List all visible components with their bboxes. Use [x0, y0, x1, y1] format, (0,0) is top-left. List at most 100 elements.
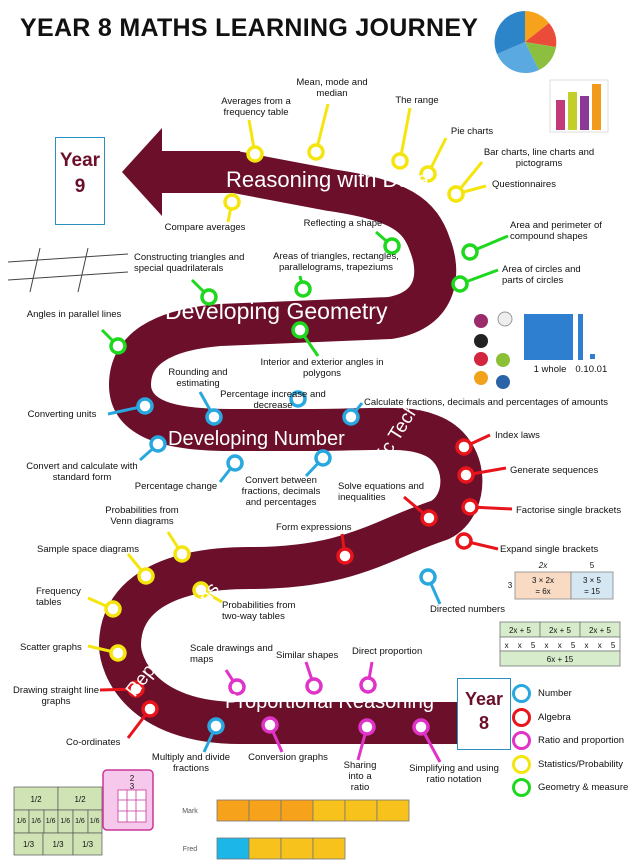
- milestone-label: Frequency tables: [36, 586, 81, 608]
- ratio-name-2: Fred: [182, 846, 198, 853]
- year9-box: Year 9: [55, 137, 105, 225]
- fraction-wall-sixth: 1/6: [89, 818, 100, 825]
- fraction-wall-third-3: 1/3: [81, 840, 94, 849]
- milestone-label: Scale drawings and maps: [190, 643, 273, 665]
- milestone-pin: [455, 532, 473, 550]
- milestone-pin: [359, 676, 377, 694]
- milestone-pin: [192, 581, 210, 599]
- fraction-wall-half-1: 1/2: [30, 795, 42, 804]
- milestone-label: Co-ordinates: [66, 737, 121, 748]
- milestone-pin: [246, 145, 264, 163]
- milestone-pin: [141, 700, 159, 718]
- bar-model-cell: 5: [530, 641, 536, 650]
- topic-proportional: Proportional Reasoning: [225, 691, 435, 713]
- milestone-pin: [383, 237, 401, 255]
- milestone-pin: [307, 143, 325, 161]
- ratio-bar-model-image: [216, 799, 410, 860]
- milestone-pin: [358, 718, 376, 736]
- milestone-pin: [451, 275, 469, 293]
- milestone-label: Probabilities from Venn diagrams: [105, 505, 179, 527]
- milestone-pin: [127, 680, 145, 698]
- milestone-label: Sharing into a ratio: [343, 760, 377, 793]
- milestone-pin: [412, 718, 430, 736]
- milestone-pin: [104, 600, 122, 618]
- topic-number: Developing Number: [168, 428, 345, 450]
- year9-number: 9: [74, 176, 86, 197]
- milestone-label: Drawing straight line graphs: [12, 685, 100, 707]
- place-value-hundredth: 0.01: [588, 364, 608, 375]
- milestone-label: Converting units: [27, 409, 97, 420]
- milestone-pin: [291, 321, 309, 339]
- bar-model-cell: x: [504, 641, 509, 650]
- bar-model-cell: x: [584, 641, 589, 650]
- milestone-pin: [391, 152, 409, 170]
- bar-model-top-1: 2x + 5: [508, 626, 531, 635]
- bar-model-cell: x: [517, 641, 522, 650]
- algebra-bar-model-image: [499, 621, 621, 667]
- milestone-label: Bar charts, line charts and pictograms: [483, 147, 595, 169]
- legend-item-geometry: Geometry & measure: [512, 776, 628, 800]
- expand-grid-image: [514, 571, 614, 600]
- fraction-wall-image: [13, 786, 103, 856]
- milestone-label: Conversion graphs: [248, 752, 328, 763]
- milestone-label: Interior and exterior angles in polygons: [260, 357, 384, 379]
- expand-cell-2: 3 × 5= 15: [582, 576, 601, 596]
- milestone-label: Calculate fractions, decimals and percen…: [364, 397, 608, 408]
- year8-box: Year 8: [457, 678, 511, 750]
- bar-model-cell: x: [557, 641, 562, 650]
- fraction-wall-sixth: 1/6: [16, 818, 27, 825]
- milestone-pin: [305, 677, 323, 695]
- milestone-label: Solve equations and inequalities: [338, 481, 425, 503]
- milestone-pin: [461, 243, 479, 261]
- milestone-label: Probabilities from two-way tables: [222, 600, 296, 622]
- place-value-image: [474, 311, 595, 389]
- legend-dot: [512, 778, 531, 798]
- milestone-label: Direct proportion: [352, 646, 423, 657]
- fraction-wall-sixth: 1/6: [60, 818, 71, 825]
- fraction-area-den: 3: [129, 782, 135, 791]
- fraction-wall-sixth: 1/6: [31, 818, 41, 825]
- milestone-pin: [149, 435, 167, 453]
- milestone-pin: [447, 185, 465, 203]
- milestone-pin: [223, 193, 241, 211]
- milestone-pin: [109, 337, 127, 355]
- milestone-label: Index laws: [495, 430, 540, 441]
- milestone-label: Angles in parallel lines: [26, 309, 122, 320]
- year8-number: 8: [478, 713, 489, 733]
- expand-factor: 3: [507, 581, 513, 590]
- milestone-pin: [314, 449, 332, 467]
- milestone-pin: [109, 644, 127, 662]
- milestone-label: Percentage change: [134, 481, 218, 492]
- milestone-pin: [289, 390, 307, 408]
- bar-model-cell: x: [597, 641, 602, 650]
- milestone-label: Generate sequences: [510, 465, 599, 476]
- milestone-label: Areas of triangles, rectangles, parallel…: [273, 251, 399, 273]
- bar-model-cell: 5: [610, 641, 616, 650]
- milestone-label: Scatter graphs: [20, 642, 82, 653]
- fraction-wall-sixth: 1/6: [75, 818, 85, 825]
- page-title: YEAR 8 MATHS LEARNING JOURNEY: [20, 14, 479, 42]
- bar-model-cell: x: [544, 641, 549, 650]
- topic-data: Reasoning with Data: [226, 167, 430, 192]
- milestone-pin: [261, 716, 279, 734]
- milestone-pin: [461, 498, 479, 516]
- milestone-pin: [226, 454, 244, 472]
- milestone-pin-line: [398, 107, 412, 162]
- legend-dot: [512, 754, 531, 774]
- legend-label: Ratio and proportion: [538, 735, 625, 747]
- milestone-label: Directed numbers: [430, 604, 505, 615]
- milestone-label: Form expressions: [276, 522, 352, 533]
- milestone-label: Multiply and divide fractions: [151, 752, 231, 774]
- milestone-label: Percentage increase and decrease: [220, 389, 326, 411]
- milestone-pin: [419, 165, 437, 183]
- milestone-label: Expand single brackets: [500, 544, 599, 555]
- milestone-pin: [200, 288, 218, 306]
- legend-dot: [512, 707, 531, 727]
- milestone-pin: [457, 466, 475, 484]
- legend-dot: [512, 731, 531, 751]
- milestone-label: Factorise single brackets: [516, 505, 622, 516]
- legend-label: Number: [538, 688, 572, 700]
